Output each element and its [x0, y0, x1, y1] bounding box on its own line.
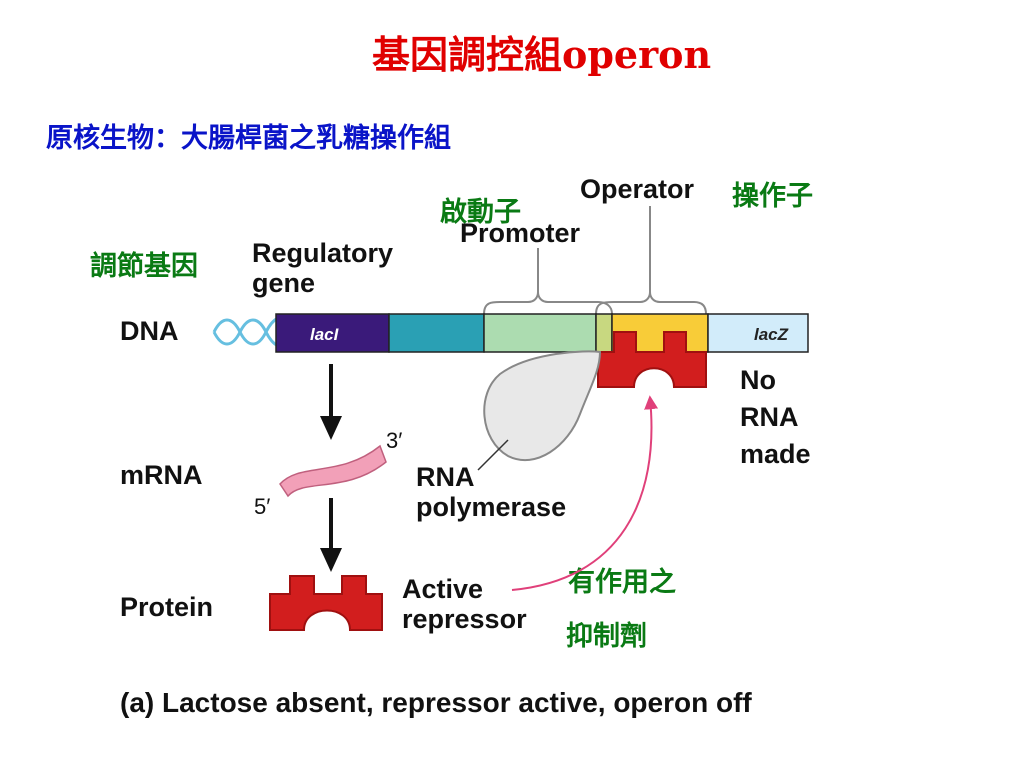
rna-polymerase-line-2: polymerase: [416, 492, 567, 522]
active-repressor-line-2: repressor: [402, 604, 527, 634]
mrna-label: mRNA: [120, 460, 203, 490]
laci-label: lacI: [310, 325, 340, 344]
promoter-segment: [483, 313, 597, 353]
spacer-segment: [388, 313, 485, 353]
figure-caption: (a) Lactose absent, repressor active, op…: [120, 687, 752, 718]
active-repressor-label-cn-2: 抑制劑: [566, 621, 647, 652]
operator-label: Operator: [580, 174, 695, 204]
operator-label-cn: 操作子: [732, 181, 813, 212]
dna-label: DNA: [120, 316, 179, 346]
no-rna-line-1: No: [740, 365, 776, 395]
rna-polymerase-line-1: RNA: [416, 462, 475, 492]
regulatory-gene-label: Regulatory gene: [252, 238, 393, 298]
rna-polymerase-label: RNA polymerase: [416, 462, 566, 522]
promoter-operator-overlap: [595, 313, 613, 353]
active-repressor-line-1: Active: [402, 574, 484, 604]
rna-polymerase-leader-line: [477, 439, 509, 471]
promoter-brace: [483, 291, 613, 315]
inhibition-arrow: [511, 395, 659, 591]
dna-helix-icon: [212, 316, 279, 348]
page-title: 基因調控組operon: [372, 32, 712, 77]
transcription-arrow: [320, 364, 342, 440]
no-rna-made-label: No RNA made: [740, 362, 811, 473]
active-repressor-label: Active repressor: [402, 574, 527, 634]
regulatory-gene-line-2: gene: [252, 268, 316, 298]
three-prime-label: 3′: [386, 428, 402, 453]
promoter-label-cn: 啟動子: [440, 197, 521, 228]
page-subtitle: 原核生物：大腸桿菌之乳糖操作組: [46, 123, 451, 154]
no-rna-line-3: made: [740, 439, 811, 469]
translation-arrow: [320, 498, 342, 572]
protein-label: Protein: [120, 592, 214, 622]
five-prime-label: 5′: [254, 494, 270, 519]
bound-repressor: [597, 331, 707, 388]
promoter-label: Promoter: [460, 218, 581, 248]
active-repressor-protein: [269, 575, 383, 631]
lacz-segment: [707, 313, 809, 353]
no-rna-line-2: RNA: [740, 402, 799, 432]
active-repressor-label-cn: 有作用之: [568, 567, 676, 598]
regulatory-gene-label-cn: 調節基因: [90, 251, 198, 282]
mrna-strand: [279, 444, 387, 498]
operator-brace: [595, 291, 707, 315]
lacz-label: lacZ: [754, 325, 789, 344]
rna-polymerase-shape: [483, 350, 602, 462]
regulatory-gene-line-1: Regulatory: [252, 238, 394, 268]
